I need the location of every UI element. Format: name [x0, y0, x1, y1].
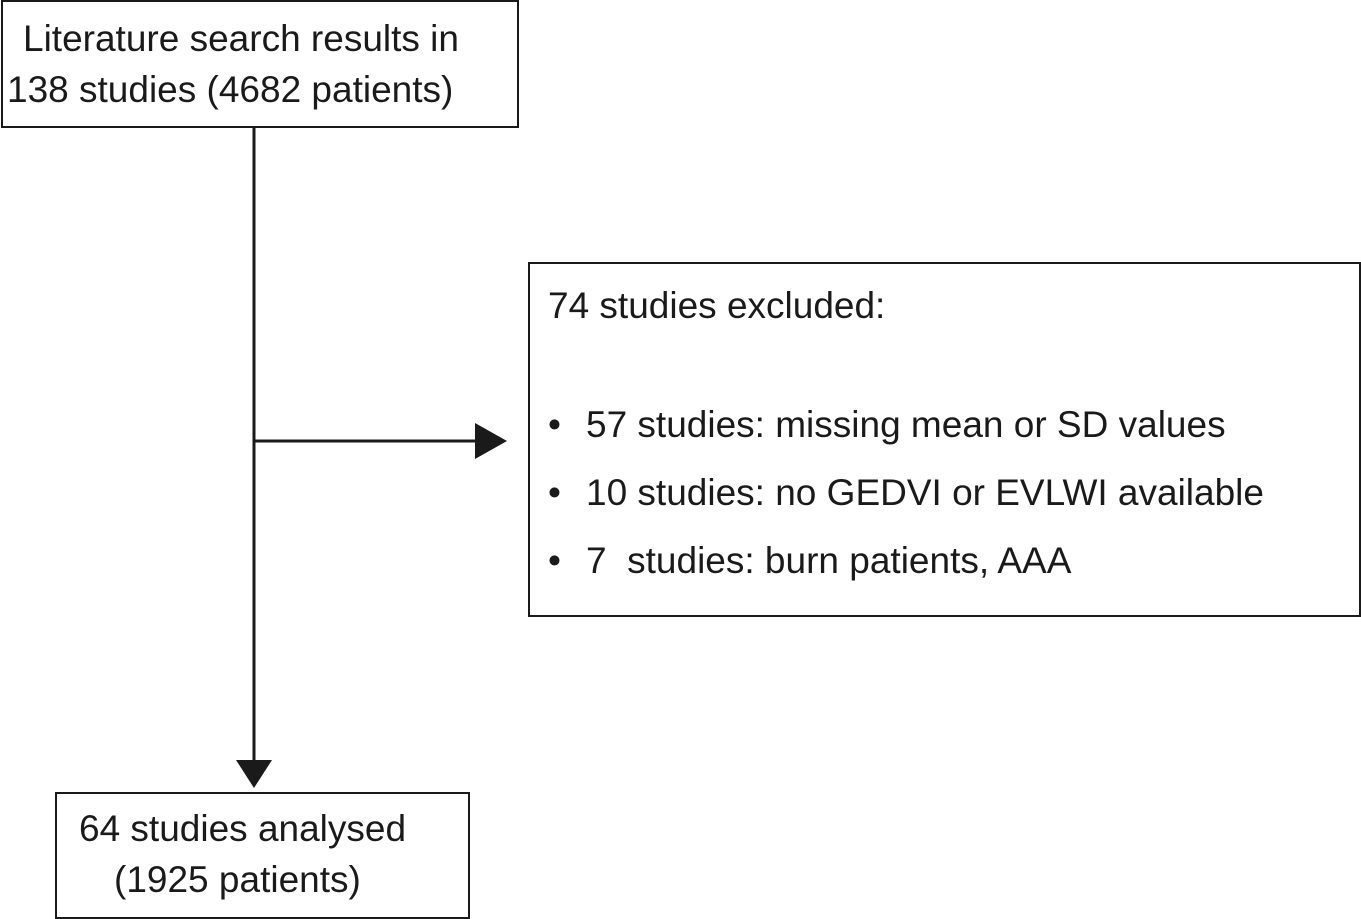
analysed-line-2: (1925 patients): [114, 859, 361, 900]
arrowhead-right: [475, 423, 507, 459]
analysed-line-1: 64 studies analysed: [79, 808, 407, 849]
excluded-item: • 57 studies: missing mean or SD values: [548, 403, 1226, 447]
excluded-item-text: 57 studies: missing mean or SD values: [586, 404, 1226, 445]
bullet-icon: •: [548, 540, 561, 581]
analysed-studies-box: 64 studies analysed (1925 patients): [55, 792, 470, 919]
excluded-item: • 7 studies: burn patients, AAA: [548, 539, 1071, 583]
excluded-studies-box: 74 studies excluded: • 57 studies: missin…: [528, 262, 1361, 617]
excluded-item-text: 10 studies: no GEDVI or EVLWI available: [586, 472, 1264, 513]
search-results-line-1: Literature search results in: [23, 18, 459, 59]
excluded-item-text: 7 studies: burn patients, AAA: [586, 540, 1072, 581]
arrowhead-down: [236, 760, 272, 788]
bullet-icon: •: [548, 472, 561, 513]
excluded-item: • 10 studies: no GEDVI or EVLWI available: [548, 471, 1264, 515]
bullet-icon: •: [548, 404, 561, 445]
excluded-heading: 74 studies excluded:: [548, 285, 886, 326]
search-results-box: Literature search results in 138 studies…: [1, 0, 519, 128]
search-results-line-2: 138 studies (4682 patients): [7, 69, 454, 110]
